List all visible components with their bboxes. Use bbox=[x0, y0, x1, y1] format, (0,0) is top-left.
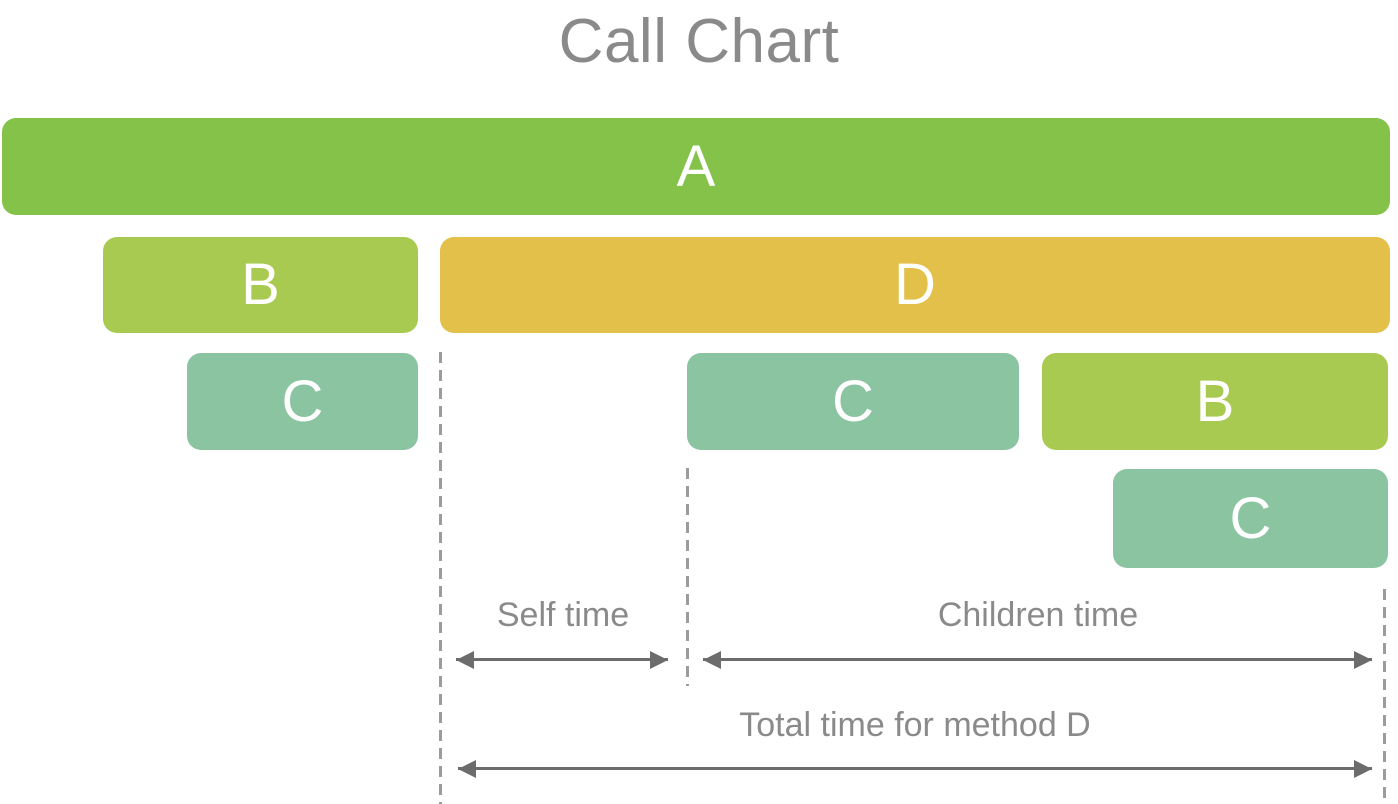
self-time-arrow bbox=[456, 650, 668, 669]
bar-c1: C bbox=[187, 353, 418, 450]
total-time-arrow bbox=[458, 759, 1372, 778]
page-title: Call Chart bbox=[558, 7, 840, 76]
guide-d-end bbox=[1383, 589, 1386, 804]
children-time-arrow bbox=[703, 650, 1372, 669]
bar-c2: C bbox=[687, 353, 1019, 450]
bar-b1: B bbox=[103, 237, 418, 333]
bar-c3: C bbox=[1113, 469, 1388, 568]
guide-d-start bbox=[439, 352, 442, 804]
bar-b2: B bbox=[1042, 353, 1388, 450]
guide-children-start bbox=[686, 468, 689, 686]
self-time-label: Self time bbox=[496, 596, 630, 634]
bar-d: D bbox=[440, 237, 1390, 333]
bar-a: A bbox=[2, 118, 1390, 215]
total-time-label: Total time for method D bbox=[739, 706, 1091, 744]
children-time-label: Children time bbox=[937, 596, 1139, 634]
